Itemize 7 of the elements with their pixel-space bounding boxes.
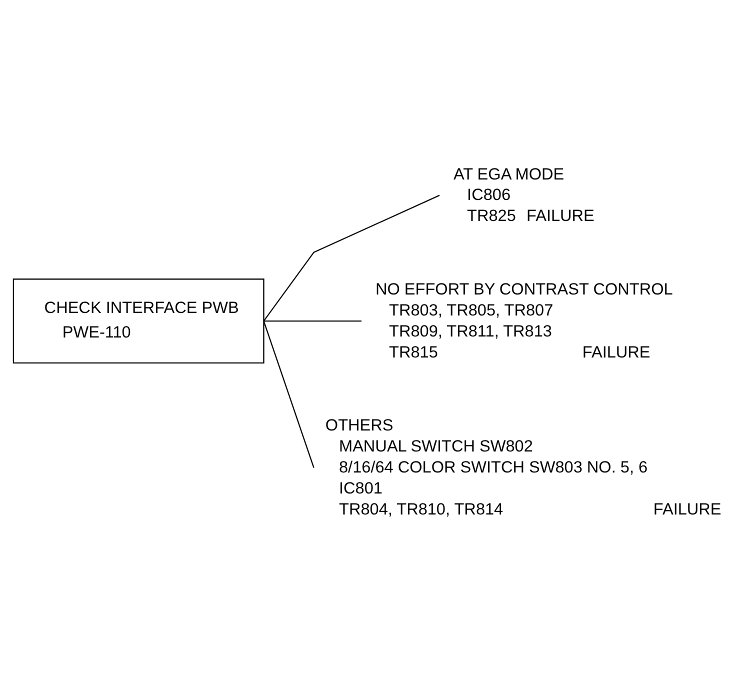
connector xyxy=(264,320,362,322)
connector xyxy=(263,320,314,468)
connector xyxy=(263,194,440,322)
node-text: OTHERS MANUAL SWITCH SW802 8/16/64 COLOR SWITCH SW803 NO. 5, 6 IC801 TR804, TR810, TR814 FAILURE xyxy=(325,416,722,519)
node-box: CHECK INTERFACE PWB PWE-110 xyxy=(12,278,264,364)
node-text: NO EFFORT BY CONTRAST CONTROL TR803, TR805, TR807 TR809, TR811, TR813 TR815 FAILURE xyxy=(375,280,673,362)
node-text: AT EGA MODE IC806 TR825 FAILURE xyxy=(453,165,594,226)
